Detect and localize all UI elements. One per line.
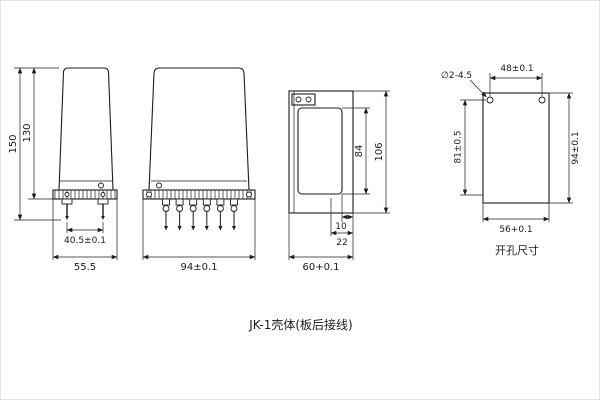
dim-label-40-5: 40.5±0.1 xyxy=(64,236,106,246)
drill-view: ∅2-4.5 48±0.1 81±0.5 94±0.1 56+0 xyxy=(441,64,581,257)
front-screw-hole xyxy=(156,182,162,189)
dim-label-55-5: 55.5 xyxy=(74,262,96,273)
profile-opening xyxy=(297,107,343,195)
dim-front-width: 94±0.1 xyxy=(142,199,256,273)
dim-hole-top-span: 48±0.1 xyxy=(489,64,543,96)
drill-cutout xyxy=(482,92,550,204)
dim-label-150: 150 xyxy=(8,134,19,153)
side-view-body xyxy=(58,67,114,191)
dim-screw-span: 40.5±0.1 xyxy=(64,222,106,246)
mounting-screw-left xyxy=(61,198,73,221)
dim-step-small: 10 xyxy=(335,194,354,260)
mounting-screw-right xyxy=(97,198,109,221)
dim-label-106: 106 xyxy=(374,142,385,161)
front-view-body xyxy=(148,67,250,191)
dim-label-84: 84 xyxy=(354,145,365,158)
dim-cutout-height: 94±0.1 xyxy=(549,92,581,204)
dim-opening-height: 84 xyxy=(342,107,370,195)
drill-view-title: 开孔尺寸 xyxy=(495,243,539,257)
dim-label-22: 22 xyxy=(336,238,347,248)
drill-hole-right xyxy=(538,96,546,104)
front-view-flange xyxy=(142,189,256,200)
front-view: 94±0.1 xyxy=(142,67,256,273)
side-view-flange xyxy=(52,189,118,200)
dim-profile-height: 106 xyxy=(353,90,390,214)
dim-label-94-right: 94±0.1 xyxy=(571,131,581,164)
dim-label-94: 94±0.1 xyxy=(180,262,217,273)
profile-outer xyxy=(288,90,354,214)
dim-label-60: 60+0.1 xyxy=(302,262,339,273)
drill-hole-left xyxy=(486,96,494,104)
dim-step-large: 22 xyxy=(330,213,354,248)
profile-view: 84 106 10 22 60+0.1 xyxy=(288,90,390,273)
hole-note: ∅2-4.5 xyxy=(441,71,487,98)
profile-top-tab xyxy=(291,93,316,106)
dim-label-130: 130 xyxy=(22,123,33,142)
dim-hole-left-span: 81±0.5 xyxy=(454,99,486,196)
dim-cutout-width: 56+0.1 xyxy=(482,203,550,235)
dim-label-48: 48±0.1 xyxy=(500,64,533,74)
dim-label-56: 56+0.1 xyxy=(499,225,532,235)
side-screw-hole xyxy=(98,182,104,189)
dim-side-width: 55.5 xyxy=(52,199,118,273)
dim-body-height: 130 xyxy=(22,67,53,200)
side-view: 150 130 40.5±0.1 55.5 xyxy=(8,67,118,273)
terminal-pins xyxy=(162,198,238,231)
dim-label-81: 81±0.5 xyxy=(454,130,464,163)
dim-profile-width: 60+0.1 xyxy=(288,213,354,273)
hole-note-label: ∅2-4.5 xyxy=(441,71,472,81)
drawing-caption: JK-1壳体(板后接线) xyxy=(248,317,352,332)
dim-label-10: 10 xyxy=(335,222,347,232)
